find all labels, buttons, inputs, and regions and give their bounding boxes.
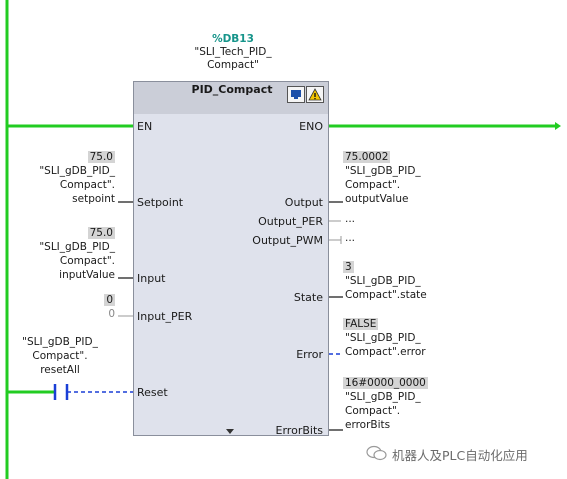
- error-value: FALSE: [343, 318, 379, 330]
- pin-error[interactable]: Error: [296, 348, 323, 361]
- setpoint-value: 75.0: [87, 151, 115, 163]
- pin-reset[interactable]: Reset: [137, 386, 168, 399]
- errorbits-value: 16#0000_0000: [343, 377, 428, 389]
- state-tag-line2[interactable]: Compact".state: [345, 289, 427, 301]
- input-value: 75.0: [87, 227, 115, 239]
- setpoint-tag-line3[interactable]: setpoint: [72, 193, 115, 205]
- error-tag-line1[interactable]: "SLI_gDB_PID_: [345, 332, 421, 344]
- block-title: PID_Compact: [191, 83, 273, 96]
- eno-arrow: [555, 122, 561, 130]
- pin-errorbits[interactable]: ErrorBits: [275, 424, 323, 437]
- state-value: 3: [343, 261, 354, 273]
- input-per-value: 0: [104, 294, 115, 306]
- pin-eno[interactable]: ENO: [299, 120, 323, 133]
- pin-setpoint[interactable]: Setpoint: [137, 196, 184, 209]
- output-pwm-operand[interactable]: ...: [345, 232, 356, 244]
- output-value: 75.0002: [343, 151, 391, 163]
- output-tag-line2[interactable]: Compact".: [345, 179, 401, 191]
- state-tag-line1[interactable]: "SLI_gDB_PID_: [345, 275, 421, 287]
- input-tag-line1[interactable]: "SLI_gDB_PID_: [39, 241, 115, 253]
- output-tag-line3[interactable]: outputValue: [345, 193, 409, 205]
- pin-input[interactable]: Input: [137, 272, 166, 285]
- output-per-operand[interactable]: ...: [345, 213, 356, 225]
- reset-tag-line2[interactable]: Compact".: [32, 350, 88, 362]
- pid-compact-block[interactable]: PID_Compact EN Setpoint Input Input_PER …: [133, 81, 329, 437]
- pin-output-per[interactable]: Output_PER: [258, 215, 323, 228]
- pin-state[interactable]: State: [293, 291, 323, 304]
- setpoint-tag-line1[interactable]: "SLI_gDB_PID_: [39, 165, 115, 177]
- output-tag-line1[interactable]: "SLI_gDB_PID_: [345, 165, 421, 177]
- monitor-icon[interactable]: [287, 86, 305, 103]
- instance-db-number: %DB13: [212, 33, 254, 45]
- watermark-text: 机器人及PLC自动化应用: [392, 448, 528, 463]
- error-tag-line2[interactable]: Compact".error: [345, 346, 426, 358]
- pin-output-pwm[interactable]: Output_PWM: [252, 234, 323, 247]
- reset-tag-line3[interactable]: resetAll: [40, 364, 80, 376]
- errorbits-tag-line2[interactable]: Compact".: [345, 405, 401, 417]
- wechat-icon: [366, 445, 388, 461]
- input-per-constant[interactable]: 0: [108, 308, 115, 320]
- instance-db-name-line1: "SLI_Tech_PID_: [194, 46, 272, 58]
- pin-input-per[interactable]: Input_PER: [137, 310, 193, 323]
- errorbits-tag-line1[interactable]: "SLI_gDB_PID_: [345, 391, 421, 403]
- setpoint-tag-line2[interactable]: Compact".: [59, 179, 115, 191]
- instance-db-name-line2: Compact": [207, 59, 259, 71]
- pin-output[interactable]: Output: [284, 196, 323, 209]
- expand-arrow-icon[interactable]: [226, 429, 234, 434]
- input-tag-line3[interactable]: inputValue: [59, 269, 115, 281]
- input-tag-line2[interactable]: Compact".: [59, 255, 115, 267]
- reset-tag-line1[interactable]: "SLI_gDB_PID_: [22, 336, 98, 348]
- warning-icon[interactable]: [306, 86, 324, 103]
- errorbits-tag-line3[interactable]: errorBits: [345, 419, 391, 431]
- pin-en[interactable]: EN: [137, 120, 153, 133]
- reset-contact[interactable]: [53, 382, 71, 402]
